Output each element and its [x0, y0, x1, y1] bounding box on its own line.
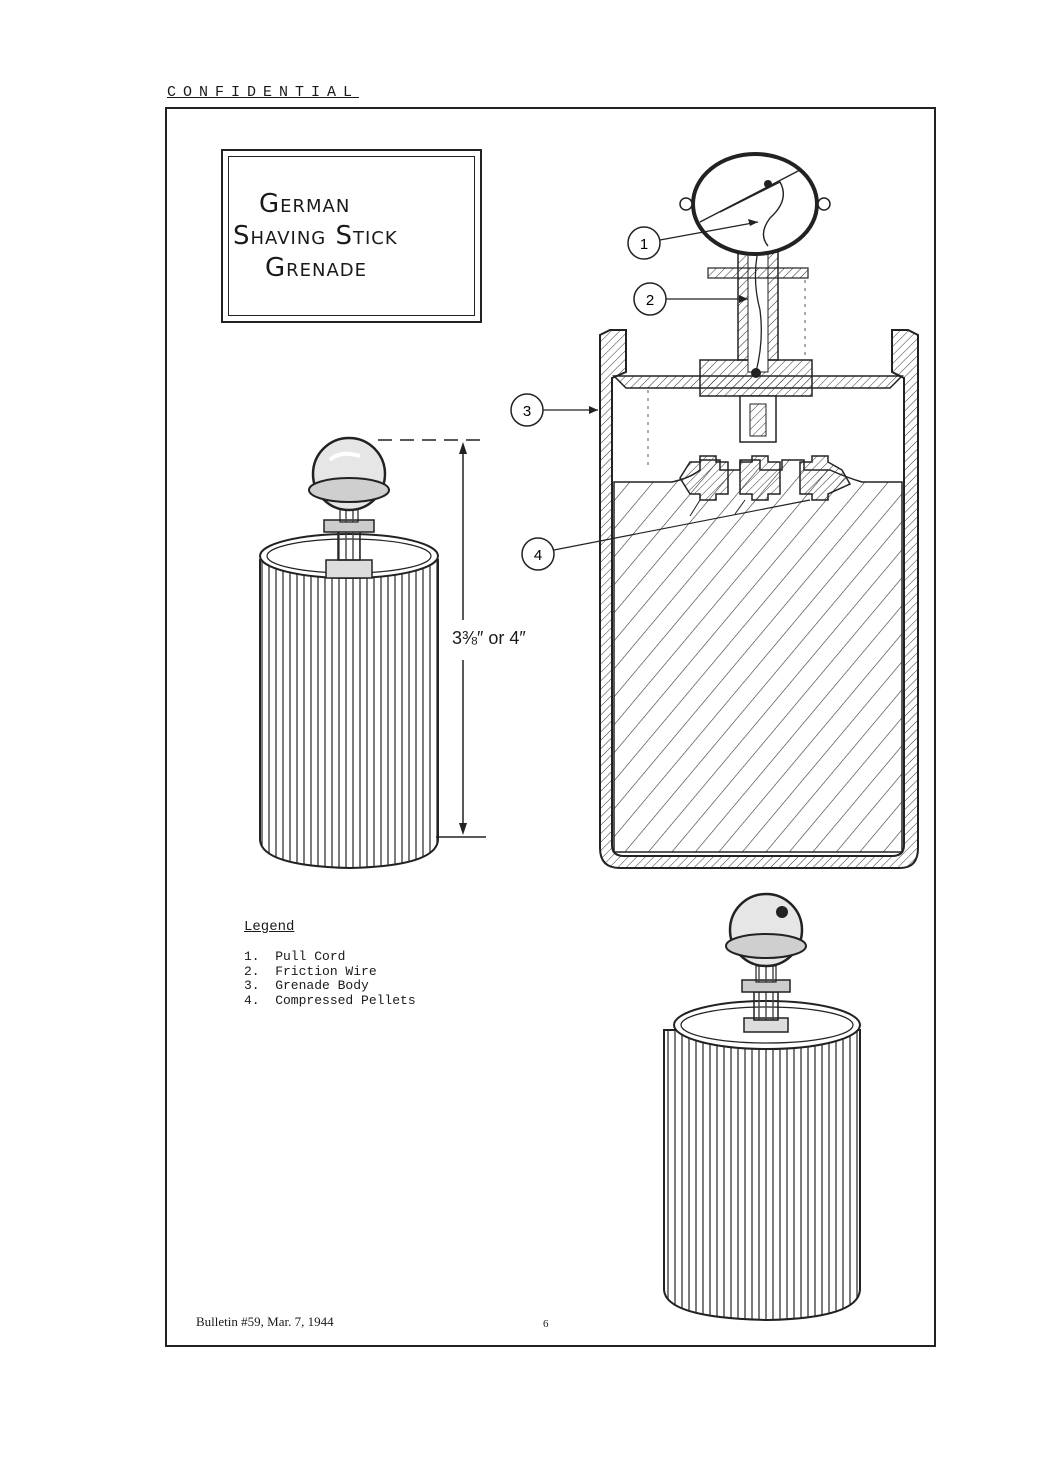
cap-sphere — [691, 152, 819, 256]
callout-1-label: 1 — [640, 236, 648, 253]
bulletin-citation: Bulletin #59, Mar. 7, 1944 — [196, 1314, 334, 1329]
cross-section-diagram: 1 2 3 4 — [510, 152, 919, 869]
exterior-view-left — [259, 436, 439, 870]
legend-item: 2. Friction Wire — [244, 963, 377, 979]
exterior-view-right — [663, 892, 861, 1322]
height-dimension-label: 3⅜″ or 4″ — [452, 628, 526, 648]
legend-title: Legend — [244, 919, 295, 935]
callout-3-label: 3 — [523, 403, 531, 420]
callout-4: 4 — [521, 499, 811, 571]
title-box-inner-border — [228, 156, 475, 316]
classification-marking: CONFIDENTIAL — [167, 84, 360, 101]
page-border — [165, 107, 936, 1347]
callout-3: 3 — [510, 393, 598, 427]
callout-2: 2 — [633, 282, 748, 316]
callout-1: 1 — [627, 219, 759, 260]
title-line-2: Shaving Stick — [233, 221, 398, 251]
legend-item: 1. Pull Cord — [244, 949, 346, 964]
title-line-1: German — [259, 189, 351, 219]
compressed-pellets — [679, 455, 852, 501]
pellet-filling — [613, 459, 903, 853]
legend-item: 4. Compressed Pellets — [244, 992, 416, 1008]
callout-2-label: 2 — [646, 292, 654, 309]
pull-cord — [699, 169, 801, 247]
title-line-3: Grenade — [265, 253, 368, 283]
legend-item: 3. Grenade Body — [244, 978, 369, 993]
callout-4-label: 4 — [534, 547, 542, 564]
title-box: German Shaving Stick Grenade — [221, 149, 482, 323]
height-dimension — [378, 439, 488, 838]
legend-list: 1. Pull Cord 2. Friction Wire 3. Grenade… — [244, 949, 416, 1008]
page-number: 6 — [543, 1318, 549, 1330]
